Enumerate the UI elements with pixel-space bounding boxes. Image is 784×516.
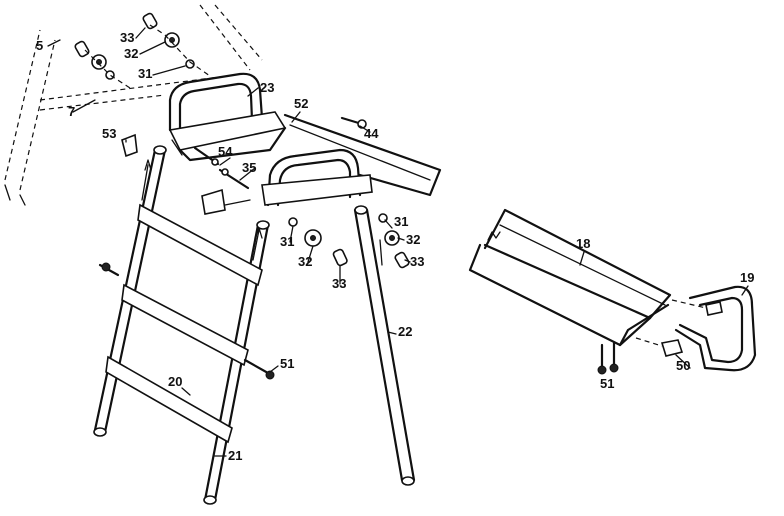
handrail-lower [261, 148, 373, 207]
label-51-left: 51 [280, 356, 294, 371]
label-31-top: 31 [138, 66, 152, 81]
leader-lines [47, 27, 749, 457]
hardware-middle [288, 213, 410, 269]
label-20: 20 [168, 374, 182, 389]
label-53: 53 [102, 126, 116, 141]
part-18-bracket [468, 208, 672, 347]
clip-53 [121, 133, 138, 158]
label-31-mid: 31 [280, 234, 294, 249]
clip-lower [201, 188, 251, 215]
screw-44 [340, 116, 367, 129]
label-32-top: 32 [124, 46, 138, 61]
label-35: 35 [242, 160, 256, 175]
rail-22 [353, 205, 416, 486]
callout-labels: 5 33 32 31 7 23 52 44 53 54 35 31 32 33 … [36, 30, 754, 463]
assembly-arrows [141, 159, 263, 261]
handrail-23 [168, 72, 264, 132]
screw-51-right [597, 341, 619, 375]
label-50: 50 [676, 358, 690, 373]
label-5: 5 [36, 38, 43, 53]
screw-51-left [98, 262, 275, 380]
label-19: 19 [740, 270, 754, 285]
screws-54-35 [193, 146, 250, 190]
platform-step [168, 111, 287, 162]
pads-50 [635, 299, 723, 357]
label-18: 18 [576, 236, 590, 251]
label-23: 23 [260, 80, 274, 95]
label-33-top: 33 [120, 30, 134, 45]
ladder-treads [105, 203, 263, 444]
label-44: 44 [364, 126, 379, 141]
label-32-right: 32 [406, 232, 420, 247]
label-52: 52 [294, 96, 308, 111]
hardware-top-left [74, 12, 211, 89]
label-33-mid: 33 [332, 276, 346, 291]
label-33-right: 33 [410, 254, 424, 269]
part-19-handle [674, 285, 757, 372]
deck-bracket [283, 113, 442, 197]
label-7: 7 [68, 104, 75, 119]
label-22: 22 [398, 324, 412, 339]
label-54: 54 [218, 144, 233, 159]
label-51-right: 51 [600, 376, 614, 391]
label-31-right: 31 [394, 214, 408, 229]
label-21: 21 [228, 448, 242, 463]
